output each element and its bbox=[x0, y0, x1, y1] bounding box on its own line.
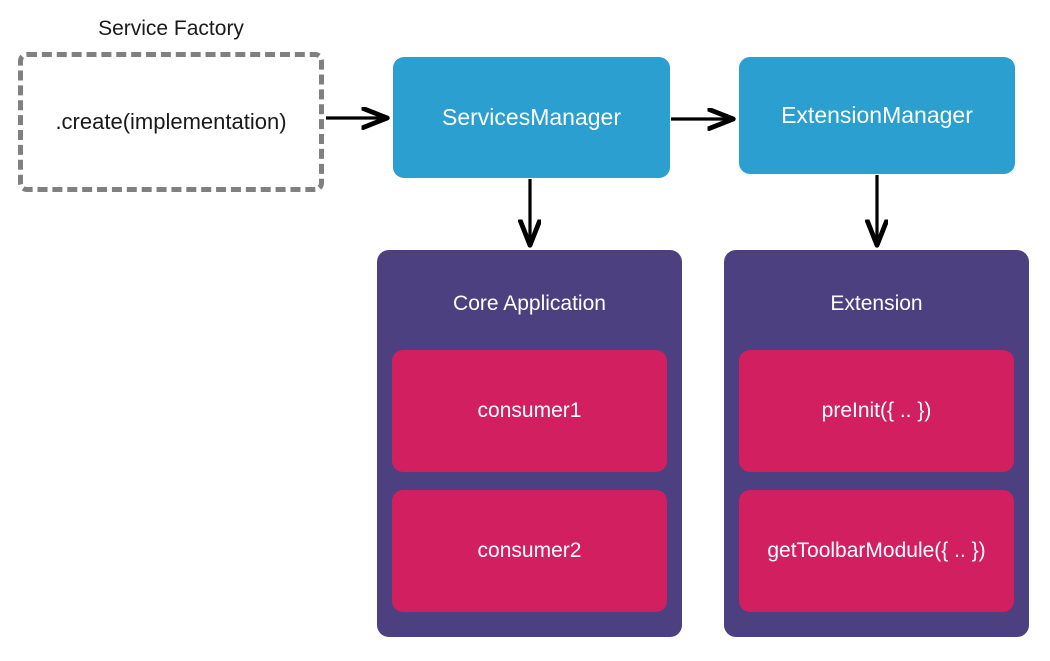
core-application-title: Core Application bbox=[453, 292, 606, 315]
extension-item-gettoolbarmodule[interactable]: getToolbarModule({ .. }) bbox=[739, 490, 1014, 612]
service-factory-method-label: .create(implementation) bbox=[55, 109, 287, 134]
service-factory-box: .create(implementation) bbox=[18, 52, 324, 192]
service-factory-title: Service Factory bbox=[98, 17, 244, 40]
extension-manager-label: ExtensionManager bbox=[781, 102, 973, 128]
core-application-item-consumer2[interactable]: consumer2 bbox=[392, 490, 667, 612]
services-manager-label: ServicesManager bbox=[442, 104, 621, 130]
core-application-item-consumer1-label: consumer1 bbox=[477, 399, 582, 422]
extension-item-preinit[interactable]: preInit({ .. }) bbox=[739, 350, 1014, 472]
extension-item-preinit-label: preInit({ .. }) bbox=[821, 399, 932, 422]
extension-item-gettoolbarmodule-label: getToolbarModule({ .. }) bbox=[767, 539, 986, 562]
core-application-item-consumer1[interactable]: consumer1 bbox=[392, 350, 667, 472]
core-application-item-consumer2-label: consumer2 bbox=[477, 539, 582, 562]
extension-group: Extension preInit({ .. }) getToolbarModu… bbox=[724, 250, 1029, 637]
extension-title: Extension bbox=[830, 292, 923, 315]
services-manager-node[interactable]: ServicesManager bbox=[393, 57, 670, 178]
core-application-group: Core Application consumer1 consumer2 bbox=[377, 250, 682, 637]
extension-manager-node[interactable]: ExtensionManager bbox=[739, 57, 1015, 174]
